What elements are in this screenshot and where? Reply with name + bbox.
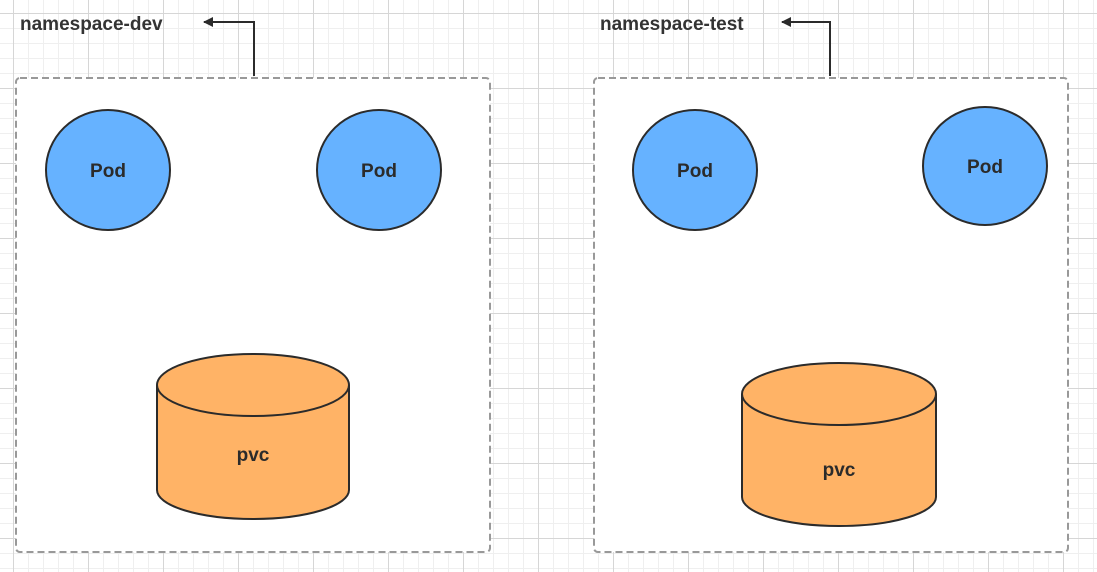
namespace-test-connector-arrow bbox=[781, 17, 831, 76]
namespace-dev-connector-arrow bbox=[203, 17, 255, 76]
pvc-cylinder-top bbox=[156, 353, 350, 417]
pod-circle bbox=[632, 109, 758, 231]
pod-circle bbox=[316, 109, 442, 231]
pod-label: Pod bbox=[677, 161, 713, 182]
pod-node[interactable]: Pod bbox=[45, 109, 171, 231]
pod-label: Pod bbox=[361, 161, 397, 182]
pod-circle bbox=[45, 109, 171, 231]
pvc-label: pvc bbox=[237, 445, 270, 466]
pod-label: Pod bbox=[967, 157, 1003, 178]
pvc-label: pvc bbox=[823, 460, 856, 481]
pod-node[interactable]: Pod bbox=[922, 106, 1048, 226]
pod-node[interactable]: Pod bbox=[632, 109, 758, 231]
pod-node[interactable]: Pod bbox=[316, 109, 442, 231]
pvc-cylinder-body bbox=[741, 394, 937, 527]
pod-circle bbox=[922, 106, 1048, 226]
namespace-dev-label: namespace-dev bbox=[20, 14, 163, 35]
pvc-cylinder[interactable]: pvc bbox=[156, 353, 350, 520]
namespace-test-label: namespace-test bbox=[600, 14, 744, 35]
namespace-test-group: namespace-test Pod Pod pvc bbox=[593, 14, 1069, 553]
pvc-cylinder-top bbox=[741, 362, 937, 426]
pvc-cylinder-body bbox=[156, 385, 350, 520]
namespace-dev-group: namespace-dev Pod Pod pvc bbox=[15, 14, 491, 553]
pvc-cylinder[interactable]: pvc bbox=[741, 362, 937, 527]
pod-label: Pod bbox=[90, 161, 126, 182]
